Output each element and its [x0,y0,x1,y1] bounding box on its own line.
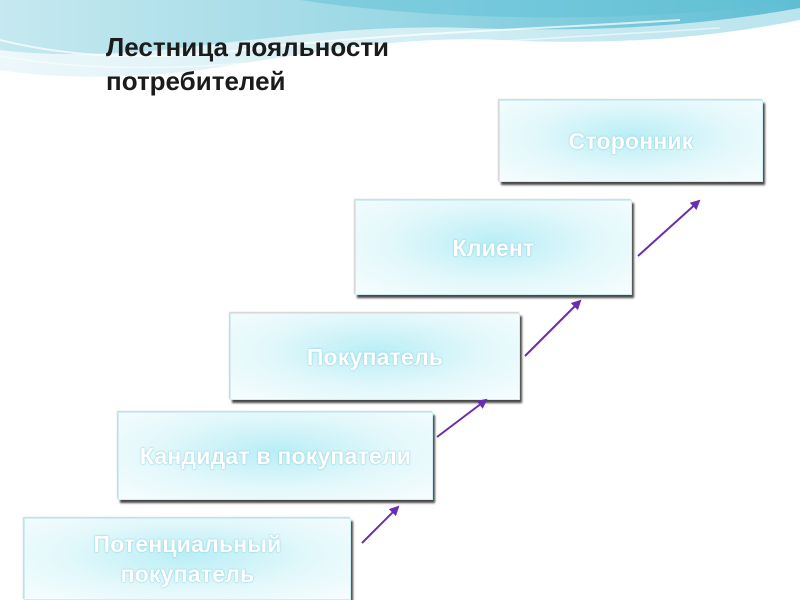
page-title: Лестница лояльности потребителей [106,32,390,96]
step-supporter-label: Сторонник [568,128,694,154]
step-client: Клиент [355,200,632,295]
step-buyer: Покупатель [230,313,520,400]
step-buyer-label: Покупатель [306,343,444,370]
step-potential-buyer: Потенциальный покупатель [24,518,351,600]
step-client-label: Клиент [452,234,535,261]
step-buyer-candidate-label: Кандидат в покупатели [139,443,412,469]
step-potential-buyer-label: Потенциальный покупатель [93,531,282,587]
step-buyer-candidate: Кандидат в покупатели [118,412,433,500]
step-supporter: Сторонник [499,100,763,182]
